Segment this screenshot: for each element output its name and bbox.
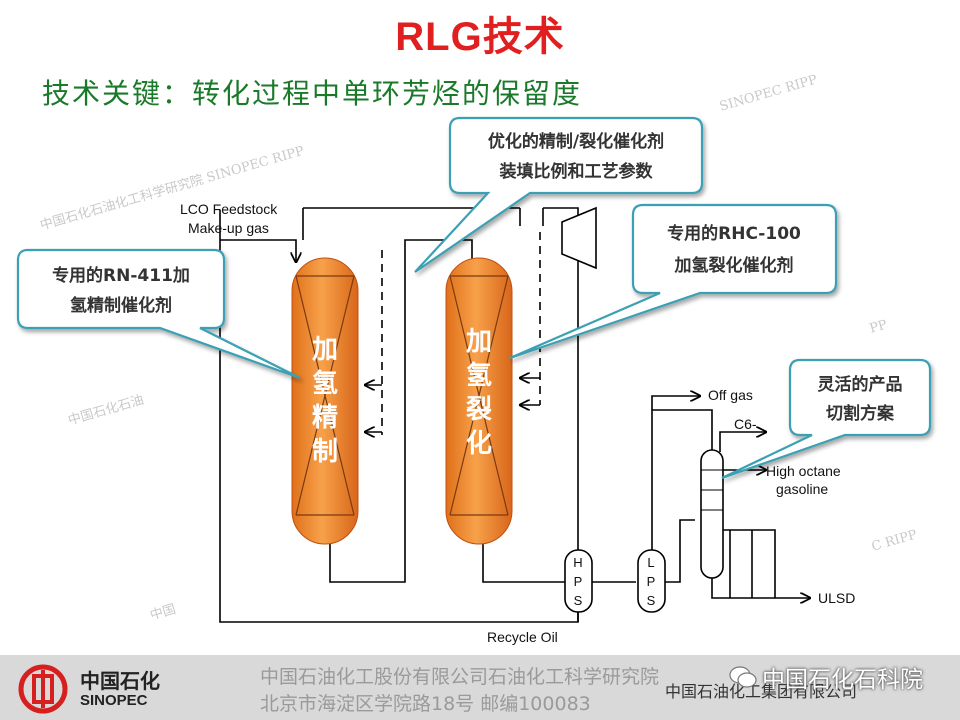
compressor-icon xyxy=(561,206,597,270)
reactor-label: 化 xyxy=(466,429,492,459)
recycle-oil-label: Recycle Oil xyxy=(487,629,558,645)
svg-text:L: L xyxy=(647,555,654,570)
ulsd-label: ULSD xyxy=(818,590,855,606)
reactor-label: 加 xyxy=(466,327,492,357)
svg-text:P: P xyxy=(647,574,656,589)
page-title: RLG技术 xyxy=(395,15,565,59)
lps-separator: L P S xyxy=(637,549,666,613)
svg-text:H: H xyxy=(573,555,582,570)
wechat-account-name: 中国石化石科院 xyxy=(762,667,923,693)
callout-flexible xyxy=(721,358,932,480)
hps-separator: H P S xyxy=(564,549,593,613)
gasoline-label-2: gasoline xyxy=(776,481,828,497)
c6-label: C6- xyxy=(734,416,757,432)
callout-text: 优化的精制/裂化催化剂 xyxy=(488,131,664,152)
callout-text: 灵活的产品 xyxy=(818,374,903,395)
gasoline-label: High octane xyxy=(766,463,841,479)
fractionator-column xyxy=(700,449,724,579)
callout-text: 专用的RHC-100 xyxy=(667,223,801,244)
footer-address-line1: 中国石油化工股份有限公司石油化工科学研究院 xyxy=(260,666,660,688)
logo-english-name: SINOPEC xyxy=(80,692,148,709)
hydrotreating-reactor: 加 氢 精 制 xyxy=(291,257,359,545)
callout-text: 装填比例和工艺参数 xyxy=(499,161,654,182)
quench-arrows xyxy=(365,378,540,432)
callout-text: 加氢裂化催化剂 xyxy=(674,255,794,276)
hydrocracking-reactor: 加 氢 裂 化 xyxy=(445,257,513,545)
makeup-gas-label: Make-up gas xyxy=(188,220,269,236)
footer-group-name: 中国石油化工集团有限公司 xyxy=(665,682,858,701)
page-subtitle: 技术关键：转化过程中单环芳烃的保留度 xyxy=(42,77,583,110)
wechat-icon xyxy=(729,666,757,688)
logo-chinese-name: 中国石化 xyxy=(80,669,160,693)
svg-text:P: P xyxy=(574,574,583,589)
process-lines xyxy=(219,207,810,623)
callout-rn411 xyxy=(16,248,301,380)
callout-text: 氢精制催化剂 xyxy=(70,295,172,316)
quench-lines xyxy=(381,232,541,435)
callout-text: 切割方案 xyxy=(826,403,895,424)
svg-text:S: S xyxy=(574,593,583,608)
footer-address-line2: 北京市海淀区学院路18号 邮编100083 xyxy=(260,693,591,715)
callout-optimized xyxy=(414,116,704,273)
footer-bar xyxy=(0,655,960,720)
reactor-label: 裂 xyxy=(466,395,492,425)
reactor-label: 精 xyxy=(312,403,338,433)
sinopec-logo-icon xyxy=(18,664,68,714)
svg-text:S: S xyxy=(647,593,656,608)
reactor-label: 制 xyxy=(312,437,338,467)
feed-label: LCO Feedstock xyxy=(180,201,278,217)
reactor-label: 氢 xyxy=(312,368,338,399)
callout-rhc100 xyxy=(509,203,838,360)
reactor-label: 氢 xyxy=(466,360,492,391)
off-gas-label: Off gas xyxy=(708,387,753,403)
reactor-label: 加 xyxy=(312,335,338,365)
process-flow-diagram: 加 氢 精 制 加 氢 裂 化 H P S L P S LCO Feedstoc… xyxy=(16,116,932,645)
callout-text: 专用的RN-411加 xyxy=(52,265,190,286)
